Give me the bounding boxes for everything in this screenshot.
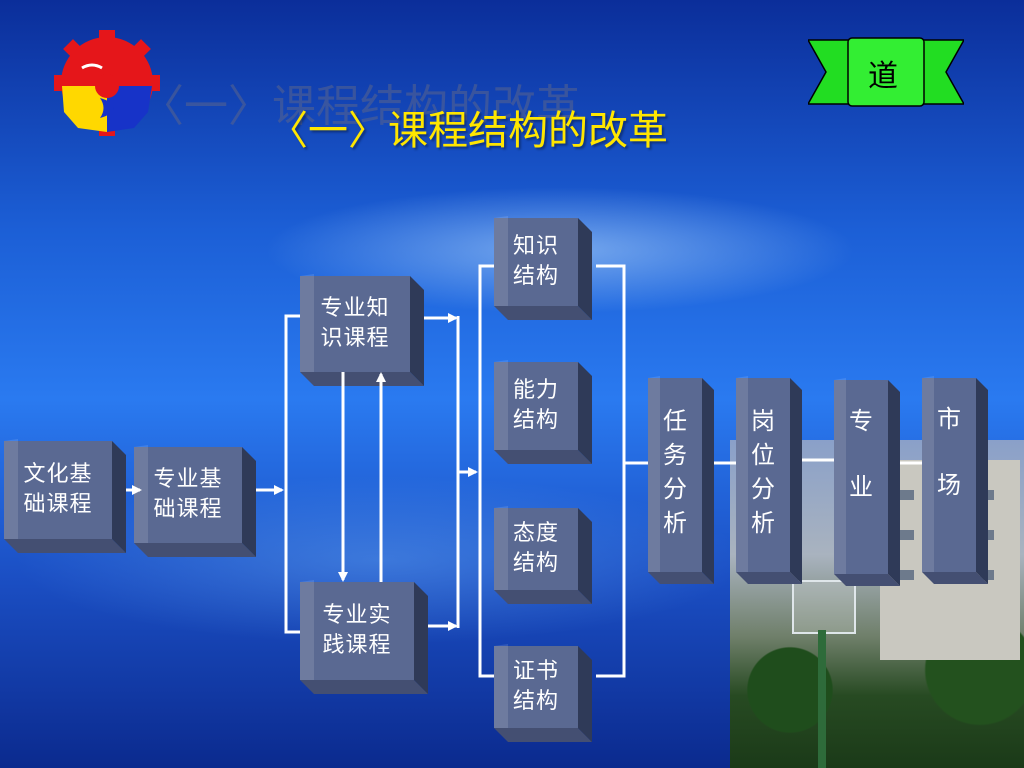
- box-zhuanye-zhishi: [300, 274, 424, 386]
- box-side: [410, 276, 424, 386]
- box-bottom: [494, 306, 592, 320]
- box-highlight: [494, 360, 508, 450]
- box-bottom: [494, 728, 592, 742]
- box-face: [834, 380, 888, 574]
- box-face: [494, 218, 578, 306]
- box-side: [242, 447, 256, 557]
- box-side: [888, 380, 900, 586]
- box-side: [578, 646, 592, 742]
- label-taidu-jiegou: 态度结构: [512, 521, 559, 576]
- label-zhuanye-zhishi: 专业知识课程: [320, 296, 390, 351]
- box-face: [736, 378, 790, 572]
- box-face: [300, 276, 410, 372]
- box-gangwei-fenxi: [736, 376, 802, 584]
- bracket-right-structures: [596, 264, 626, 678]
- box-side: [976, 378, 988, 584]
- box-highlight: [494, 216, 508, 306]
- title-shadow: 〈一〉课程结构的改革: [140, 81, 580, 132]
- box-face: [494, 508, 578, 590]
- box-highlight: [494, 644, 508, 728]
- label-zhuanye-shijian: 专业实践课程: [322, 603, 392, 658]
- label-zhuanye-jichu: 专业基础课程: [153, 467, 223, 522]
- bracket-left-courses: [284, 314, 300, 634]
- box-face: [494, 362, 578, 450]
- box-bottom: [736, 572, 802, 584]
- box-bottom: [134, 543, 256, 557]
- box-face: [494, 646, 578, 728]
- box-zhuanye: [834, 378, 900, 586]
- box-side: [112, 441, 126, 553]
- box-highlight: [736, 376, 748, 572]
- bracket-left-structures: [478, 264, 494, 678]
- box-face: [134, 447, 242, 543]
- label-zhengshu-jiegou: 证书结构: [512, 659, 559, 714]
- box-bottom: [648, 572, 714, 584]
- box-bottom: [494, 450, 592, 464]
- box-highlight: [648, 376, 660, 572]
- box-wenhua: [4, 439, 126, 553]
- box-bottom: [4, 539, 126, 553]
- box-renwu-fenxi: [648, 376, 714, 584]
- label-wenhua: 文化基础课程: [23, 462, 93, 517]
- label-renwu-fenxi: 任务分析: [663, 407, 687, 537]
- label-gangwei-fenxi: 岗位分析: [751, 407, 775, 537]
- box-zhuanye-shijian: [300, 580, 428, 694]
- label-nengli-jiegou: 能力结构: [512, 378, 559, 433]
- box-taidu-jiegou: [494, 506, 592, 604]
- box-zhuanye-jichu: [134, 445, 256, 557]
- box-bottom: [300, 372, 424, 386]
- box-bottom: [494, 590, 592, 604]
- page-title: 〈一〉课程结构的改革: [268, 108, 668, 154]
- box-highlight: [300, 274, 314, 372]
- box-side: [578, 218, 592, 320]
- box-side: [578, 362, 592, 464]
- box-bottom: [300, 680, 428, 694]
- box-highlight: [922, 376, 934, 572]
- box-zhishi-jiegou: [494, 216, 592, 320]
- puzzle-gear-logo: [54, 30, 160, 136]
- box-shichang: [922, 376, 988, 584]
- badge-label: 道: [868, 59, 898, 94]
- box-highlight: [300, 580, 314, 680]
- box-highlight: [834, 378, 846, 574]
- label-zhishi-jiegou: 知识结构: [512, 234, 559, 289]
- box-bottom: [922, 572, 988, 584]
- box-face: [922, 378, 976, 572]
- box-side: [414, 582, 428, 694]
- box-side: [702, 378, 714, 584]
- box-face: [300, 582, 414, 680]
- box-face: [4, 441, 112, 539]
- box-bottom: [834, 574, 900, 586]
- hoop-pole: [818, 630, 826, 768]
- label-zhuanye: 专业: [849, 407, 873, 501]
- box-side: [790, 378, 802, 584]
- connector-lines: [126, 264, 922, 678]
- box-face: [648, 378, 702, 572]
- box-zhengshu-jiegou: [494, 644, 592, 742]
- badge-ribbon: [808, 37, 964, 107]
- box-side: [578, 508, 592, 604]
- box-highlight: [4, 439, 18, 539]
- label-shichang: 市场: [937, 405, 961, 499]
- box-highlight: [494, 506, 508, 590]
- box-nengli-jiegou: [494, 360, 592, 464]
